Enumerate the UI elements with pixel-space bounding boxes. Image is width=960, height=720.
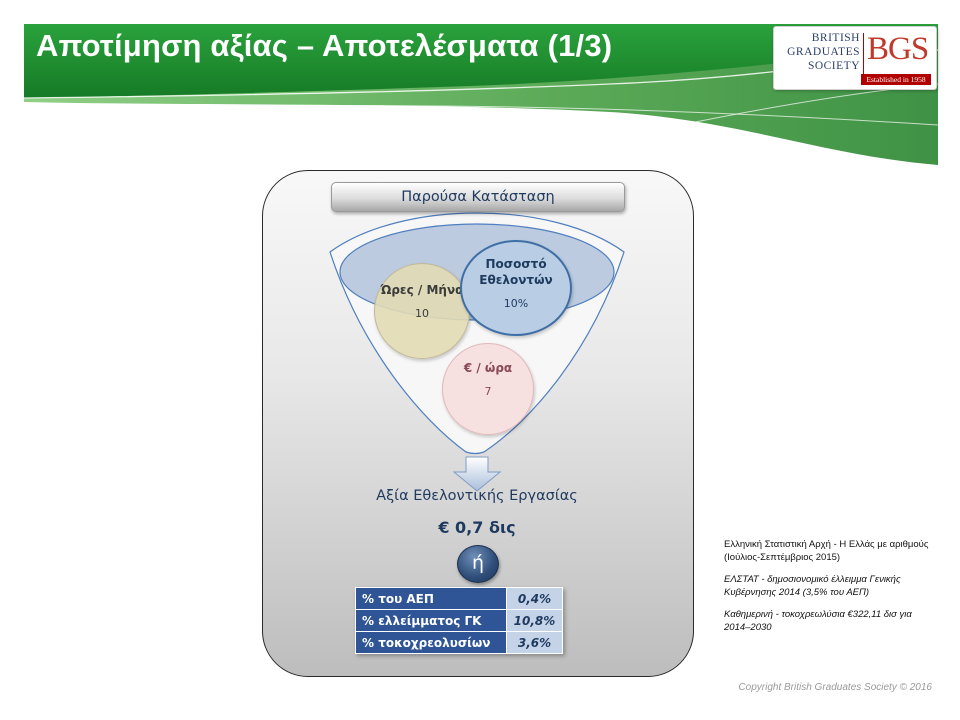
sources-notes: Ελληνική Στατιστική Αρχή - Η Ελλάς με αρ… bbox=[724, 538, 939, 643]
current-status-header: Παρούσα Κατάσταση bbox=[331, 182, 625, 212]
metrics-table: % του ΑΕΠ 0,4% % ελλείμματος ΓΚ 10,8% % … bbox=[355, 587, 563, 654]
logo-monogram: BGS bbox=[867, 31, 929, 67]
euro-per-hour-circle: € / ώρα 7 bbox=[442, 343, 534, 435]
source-elstat: Ελληνική Στατιστική Αρχή - Η Ελλάς με αρ… bbox=[724, 539, 929, 563]
hours-value: 10 bbox=[415, 307, 429, 320]
volunteer-work-value-amount: € 0,7 δις bbox=[438, 518, 516, 537]
slide-header: Αποτίμηση αξίας – Αποτελέσματα (1/3) BRI… bbox=[0, 0, 960, 170]
source-deficit: ΕΛΣΤΑΤ - δημοσιονομικό έλλειμμα Γενικής … bbox=[724, 574, 901, 598]
metric-value: 10,8% bbox=[506, 609, 563, 632]
percentage-value: 10% bbox=[503, 297, 529, 310]
metric-label: % τοκοχρεολυσίων bbox=[355, 631, 507, 654]
metric-value: 3,6% bbox=[506, 631, 563, 654]
table-row: % ελλείμματος ΓΚ 10,8% bbox=[355, 609, 563, 632]
percentage-label: Ποσοστό Εθελοντών bbox=[479, 257, 553, 287]
copyright-footer: Copyright British Graduates Society © 20… bbox=[738, 682, 932, 693]
euro-per-hour-value: 7 bbox=[484, 385, 492, 398]
logo-wordmark: BRITISH GRADUATES SOCIETY bbox=[787, 32, 860, 72]
source-debt-service: Καθημερινή - τοκοχρεωλύσια €322,11 δισ γ… bbox=[724, 609, 912, 633]
table-row: % τοκοχρεολυσίων 3,6% bbox=[355, 631, 563, 654]
arrow-down-icon bbox=[452, 456, 502, 492]
logo-established-banner: Established in 1958 bbox=[861, 74, 931, 85]
euro-per-hour-label: € / ώρα bbox=[463, 361, 513, 375]
bgs-logo: BRITISH GRADUATES SOCIETY BGS Establishe… bbox=[773, 26, 937, 90]
hours-per-month-circle: Ώρες / Μήνα 10 bbox=[374, 263, 470, 359]
or-badge: ή bbox=[457, 545, 499, 583]
metric-value: 0,4% bbox=[506, 587, 563, 610]
volunteer-percentage-circle: Ποσοστό Εθελοντών 10% bbox=[460, 240, 572, 336]
table-row: % του ΑΕΠ 0,4% bbox=[355, 587, 563, 610]
hours-label: Ώρες / Μήνα bbox=[380, 283, 464, 297]
volunteer-work-value-title: Αξία Εθελοντικής Εργασίας bbox=[376, 488, 578, 504]
metric-label: % του ΑΕΠ bbox=[355, 587, 507, 610]
metric-label: % ελλείμματος ΓΚ bbox=[355, 609, 507, 632]
logo-divider bbox=[863, 33, 864, 81]
page-title: Αποτίμηση αξίας – Αποτελέσματα (1/3) bbox=[36, 28, 613, 63]
